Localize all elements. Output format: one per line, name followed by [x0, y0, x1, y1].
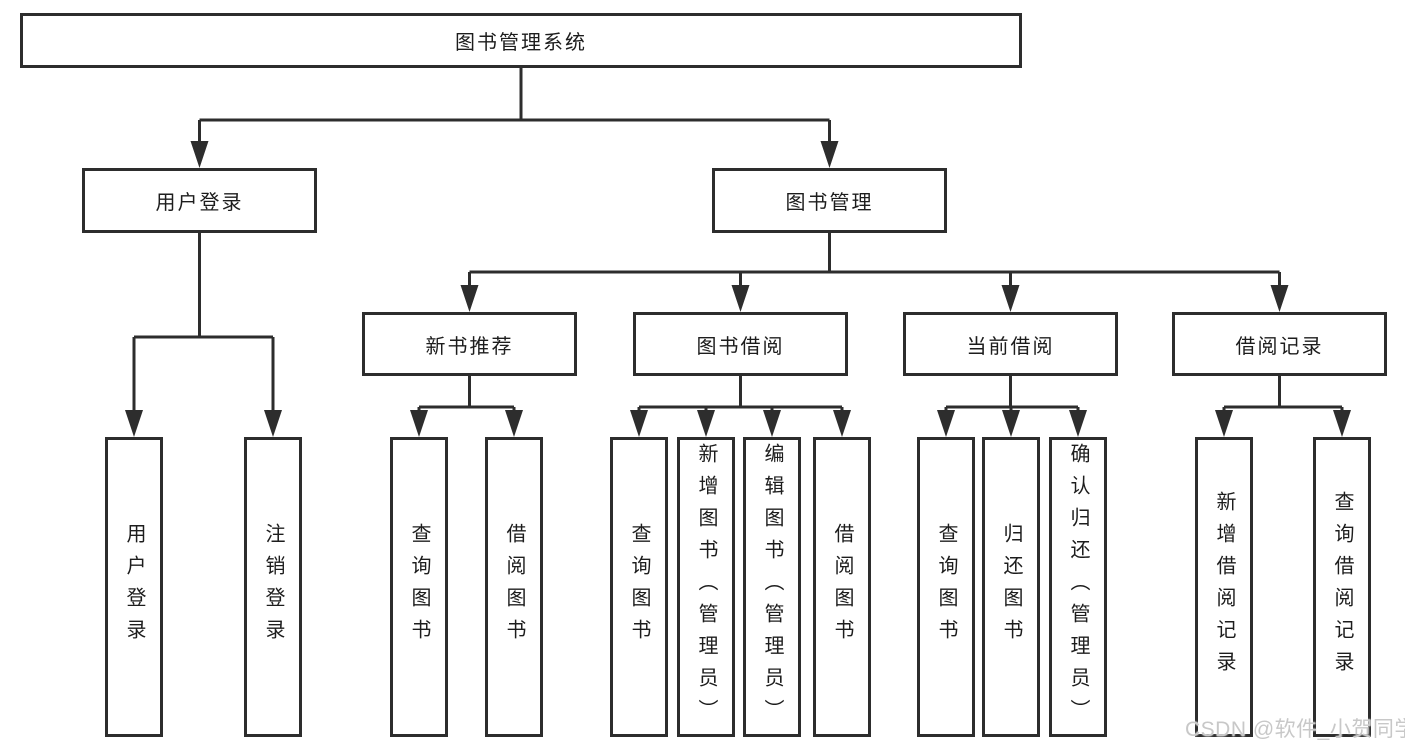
leaf-borrow-books: 借阅图书 — [813, 437, 871, 737]
leaf-query-borrow-record: 查询借阅记录 — [1313, 437, 1371, 737]
connector-book-borrow-children — [630, 376, 851, 437]
leaf-add-borrow-record: 新增借阅记录 — [1195, 437, 1253, 737]
connector-book-management-children — [460, 233, 1289, 312]
connector-current-borrow-children — [937, 376, 1087, 437]
node-new-book-recommend: 新书推荐 — [362, 312, 577, 376]
node-user-login: 用户登录 — [82, 168, 317, 233]
node-borrow-records: 借阅记录 — [1172, 312, 1387, 376]
leaf-user-login: 用户登录 — [105, 437, 163, 737]
leaf-logout: 注销登录 — [244, 437, 302, 737]
connector-new-book-children — [410, 376, 523, 437]
connector-root-to-level2 — [190, 68, 839, 168]
node-book-borrow: 图书借阅 — [633, 312, 848, 376]
connector-borrow-records-children — [1215, 376, 1351, 437]
leaf-query-books-recommend: 查询图书 — [390, 437, 448, 737]
csdn-watermark: CSDN @软件_小贺同学 — [1185, 718, 1405, 741]
leaf-edit-book-admin: 编辑图书（管理员） — [743, 437, 801, 737]
connector-user-login-children — [125, 233, 282, 437]
leaf-confirm-return-admin: 确认归还（管理员） — [1049, 437, 1107, 737]
leaf-borrow-books-recommend: 借阅图书 — [485, 437, 543, 737]
leaf-query-books-borrow: 查询图书 — [610, 437, 668, 737]
node-book-management: 图书管理 — [712, 168, 947, 233]
leaf-query-books-current: 查询图书 — [917, 437, 975, 737]
node-current-borrow: 当前借阅 — [903, 312, 1118, 376]
node-root: 图书管理系统 — [20, 13, 1022, 68]
leaf-add-book-admin: 新增图书（管理员） — [677, 437, 735, 737]
leaf-return-book: 归还图书 — [982, 437, 1040, 737]
